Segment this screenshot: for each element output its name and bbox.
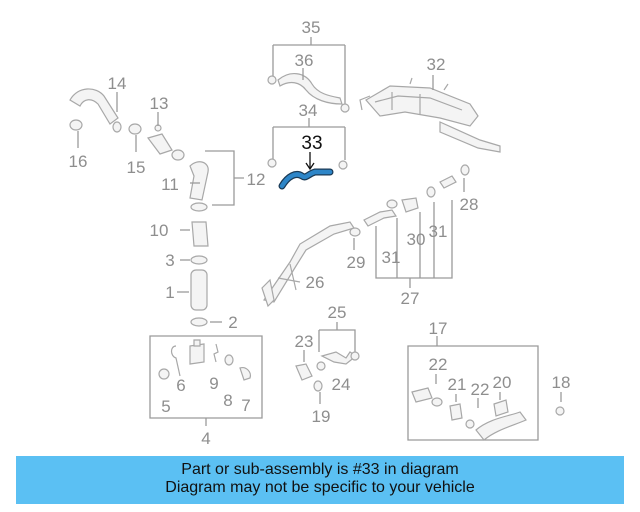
- callout-12: 12: [247, 170, 266, 189]
- callout-6: 6: [176, 376, 185, 395]
- callout-10: 10: [150, 221, 169, 240]
- callout-3: 3: [165, 251, 174, 270]
- callout-5: 5: [161, 397, 170, 416]
- callout-36: 35: [302, 18, 321, 37]
- hose-11: [189, 161, 209, 201]
- callout-25: 25: [328, 303, 347, 322]
- fitting-10: [180, 221, 209, 247]
- tee-13: [146, 112, 185, 161]
- callout-26: 26: [306, 273, 325, 292]
- callout-23: 23: [295, 332, 314, 351]
- clamp-2: [190, 317, 222, 327]
- callout-35: 36: [295, 51, 314, 70]
- clamp-11b: [190, 202, 208, 212]
- valve-30: [401, 164, 470, 213]
- callout-2: 2: [228, 313, 237, 332]
- callout-17: 17: [429, 319, 448, 338]
- callout-14: 14: [108, 74, 127, 93]
- callout-11: 11: [161, 175, 179, 194]
- callout-22-a: 22: [429, 355, 448, 374]
- callout-8: 8: [223, 391, 232, 410]
- callout-20: 20: [493, 373, 512, 392]
- callout-29: 29: [347, 253, 366, 272]
- hose-35: [267, 68, 350, 113]
- callout-9: 9: [209, 374, 218, 393]
- parts-diagram: 35 36 34 33 32 14 13 16 15 11 12 10 3 1 …: [69, 18, 571, 448]
- callout-16: 16: [69, 152, 88, 171]
- fitting-23: [295, 350, 313, 381]
- callout-numbers: 35 36 34 33 32 14 13 16 15 11 12 10 3 1 …: [69, 18, 571, 448]
- hose-26: [261, 221, 355, 308]
- callout-21: 21: [448, 375, 467, 394]
- clamp-24: [316, 361, 326, 371]
- clamp-3: [180, 255, 208, 265]
- callout-19: 19: [312, 407, 331, 426]
- hose-33-highlighted: [278, 152, 334, 190]
- callout-34: 34: [299, 101, 318, 120]
- hose-14: [69, 88, 119, 125]
- callout-33: 33: [301, 133, 322, 154]
- bracket-12: [205, 150, 244, 206]
- callout-18: 18: [552, 373, 571, 392]
- banner-line-2: Diagram may not be specific to your vehi…: [165, 479, 475, 496]
- bracket-36: [272, 37, 346, 104]
- callout-32: 32: [427, 55, 446, 74]
- callout-13: 13: [150, 94, 169, 113]
- pipe-1: [177, 269, 208, 311]
- callout-24: 24: [332, 375, 351, 394]
- callout-4: 4: [201, 429, 210, 448]
- callout-28: 28: [460, 195, 479, 214]
- box-4: [149, 335, 263, 426]
- callout-1: 1: [165, 283, 174, 302]
- callout-30: 30: [407, 230, 426, 249]
- callout-31-a: 31: [382, 248, 401, 267]
- clamp-16: [69, 119, 83, 148]
- bracket-34: [267, 118, 348, 170]
- callout-15: 15: [127, 158, 146, 177]
- bolt-18: [555, 392, 565, 416]
- callout-22-b: 22: [471, 380, 490, 399]
- callout-7: 7: [241, 396, 250, 415]
- info-banner: Part or sub-assembly is #33 in diagram D…: [16, 456, 624, 504]
- banner-line-1: Part or sub-assembly is #33 in diagram: [181, 461, 459, 478]
- bracket-27: [375, 200, 453, 288]
- frame-32: [359, 75, 501, 153]
- box-17: [407, 336, 539, 441]
- callout-27: 27: [401, 289, 420, 308]
- bracket-25: [318, 322, 360, 365]
- clamp-15: [112, 121, 142, 152]
- callout-31-b: 31: [429, 222, 448, 241]
- hose-31-pipe: [349, 199, 398, 250]
- clamp-19: [313, 380, 323, 404]
